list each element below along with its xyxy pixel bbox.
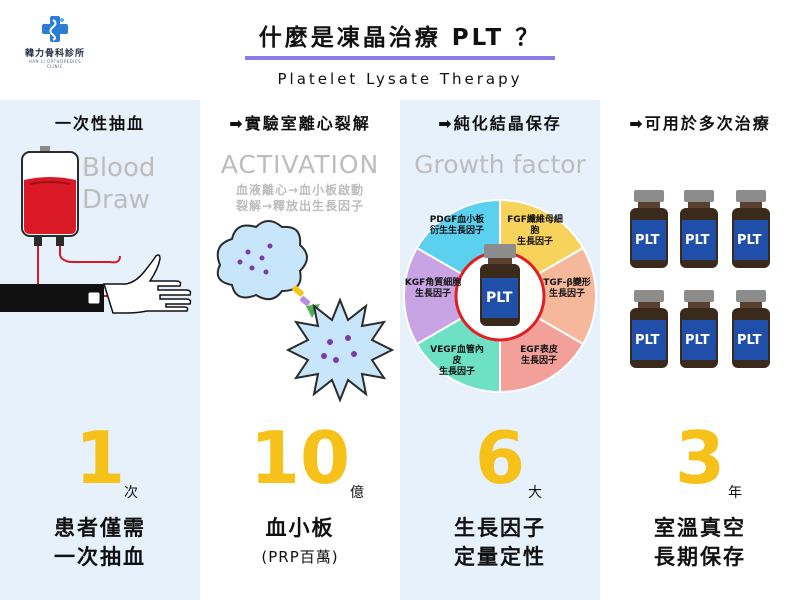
medical-cross-icon	[42, 16, 68, 42]
step-lab-lysis: ➡實驗室離心裂解 ACTIVATION 血液離心→血小板啟動 裂解→釋放出生長因…	[200, 100, 400, 600]
hand	[102, 254, 192, 314]
blood-bag-arm-illustration	[0, 146, 192, 314]
stat-number: 6	[474, 416, 526, 500]
plt-vial-icon: PLT	[480, 244, 520, 326]
stat-block: 3 年	[600, 416, 800, 501]
stat-block: 1 次	[0, 416, 200, 501]
logo-name: 韓力骨科診所	[24, 49, 85, 59]
clinic-logo: 韓力骨科診所 HAN LI ORTHOPEDICS CLINIC	[20, 14, 90, 69]
activation-title: ACTIVATION	[220, 150, 380, 179]
svg-text:PLT: PLT	[737, 233, 762, 248]
stat-block: 6 大	[400, 416, 600, 501]
blood-draw-label: Blood Draw	[82, 153, 156, 215]
wheel-label-egf: EGF表皮生長因子	[520, 345, 558, 366]
plt-vial-icon: PLT	[732, 290, 770, 368]
svg-text:PLT: PLT	[635, 333, 660, 348]
growth-factor-wheel: PLT	[403, 198, 597, 394]
vial-grid-illustration: PLT PLT PLT PLT PLT PLT	[630, 190, 770, 368]
step-blood-draw: 一次性抽血 Blood Draw 1 次 患者僅需 一次抽血	[0, 100, 200, 600]
step-heading: ➡實驗室離心裂解	[229, 114, 371, 133]
stat-unit: 年	[728, 485, 742, 501]
step-heading: ➡純化結晶保存	[438, 114, 562, 133]
stat-unit: 次	[124, 485, 138, 501]
step-description: 患者僅需 一次抽血	[54, 516, 146, 569]
stat-unit: 大	[528, 485, 542, 501]
svg-text:PLT: PLT	[635, 233, 660, 248]
svg-text:PLT: PLT	[737, 333, 762, 348]
svg-text:PLT: PLT	[685, 233, 710, 248]
plt-vial-icon: PLT	[630, 190, 668, 268]
wheel-label-kgf: KGF角質細胞生長因子	[404, 278, 462, 299]
stat-number: 3	[674, 416, 726, 500]
sleeve	[0, 284, 104, 312]
plt-vial-icon: PLT	[732, 190, 770, 268]
step-description: 室溫真空 長期保存	[654, 516, 746, 569]
stat-unit: 億	[350, 485, 364, 501]
step-description: 生長因子 定量定性	[454, 516, 546, 569]
svg-text:PLT: PLT	[486, 290, 513, 306]
step-heading: ➡可用於多次治療	[629, 114, 771, 133]
step-crystallize: ➡純化結晶保存 Growth factor PLT PDGF血小板衍生生長因子 …	[400, 100, 600, 600]
stat-block: 10 億	[200, 416, 400, 501]
logo-subtitle: HAN LI ORTHOPEDICS CLINIC	[28, 59, 82, 69]
plt-vial-icon: PLT	[680, 190, 718, 268]
bag-hanger	[40, 146, 50, 154]
blood-fill	[24, 177, 76, 234]
wheel-label-pdgf: PDGF血小板衍生生長因子	[429, 215, 485, 236]
plt-vial-icon: PLT	[680, 290, 718, 368]
step-multiple-treatments: ➡可用於多次治療 PLT PLT PLT PLT PLT PLT 3 年 室溫真空 長期保…	[600, 100, 800, 600]
stat-number: 10	[249, 416, 351, 500]
page-title: 什麼是凍晶治療 PLT ？	[244, 18, 556, 60]
plt-vial-icon: PLT	[630, 290, 668, 368]
wheel-label-tgf: TGF-β變形生長因子	[543, 278, 591, 299]
page-subtitle: Platelet Lysate Therapy	[277, 70, 523, 88]
stat-number: 1	[74, 416, 126, 500]
wheel-label-vegf: VEGF血管內皮生長因子	[430, 345, 484, 377]
step-description: 血小板 (PRP百萬)	[261, 516, 339, 566]
step-heading: 一次性抽血	[54, 114, 145, 133]
activated-platelet	[285, 297, 395, 403]
platelet-activation-illustration	[216, 220, 395, 403]
activation-description: 血液離心→血小板啟動 裂解→釋放出生長因子	[235, 183, 365, 213]
svg-text:PLT: PLT	[685, 333, 710, 348]
wheel-label-fgf: FGF纖維母細胞生長因子	[507, 215, 563, 247]
page-header: 什麼是凍晶治療 PLT ？ Platelet Lysate Therapy	[0, 18, 800, 88]
growth-factor-title: Growth factor	[414, 150, 586, 179]
